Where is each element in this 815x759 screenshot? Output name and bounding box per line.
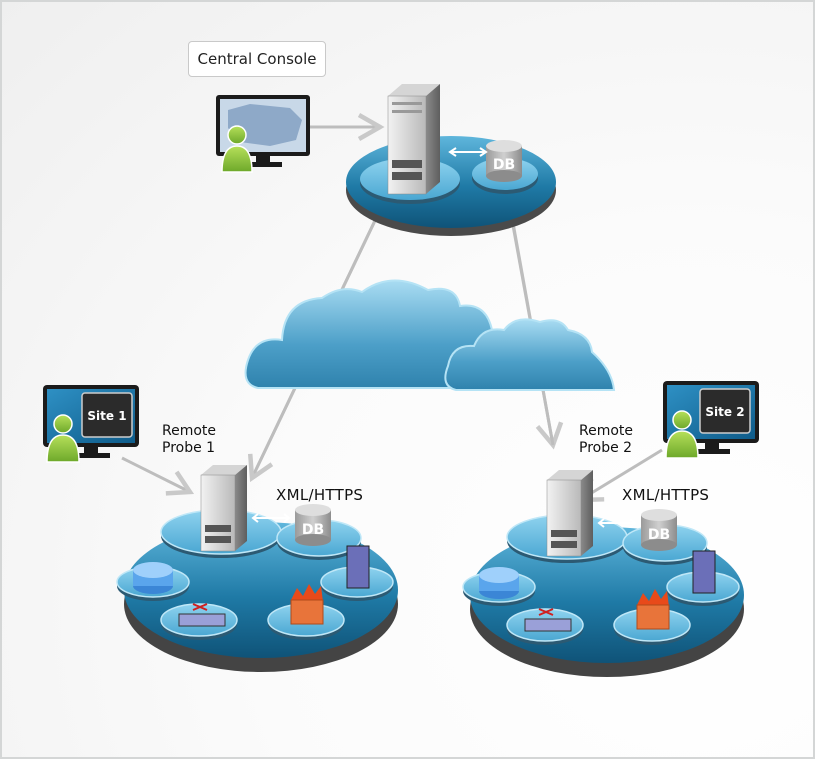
site2-user-icon	[665, 410, 699, 459]
probe1-protocol-label: XML/HTTPS	[276, 486, 364, 504]
site1-user-icon	[46, 414, 80, 463]
central-db-label: DB	[493, 157, 515, 173]
db-bottom	[641, 539, 677, 551]
central-console-label: Central Console	[188, 41, 326, 77]
firewall-flames	[637, 589, 669, 607]
probe-server-top	[547, 470, 593, 480]
db-link-arrow	[251, 513, 291, 523]
switch-icon	[178, 613, 226, 627]
probe-server-side	[581, 470, 593, 556]
site2-monitor-icon	[663, 381, 759, 454]
switch-icon	[524, 618, 572, 632]
probe-server-side	[235, 465, 247, 551]
probe1-label-line1: Remote	[162, 423, 217, 439]
db-bottom	[295, 534, 331, 546]
probe-server-top	[201, 465, 247, 475]
site1-platform: DB	[116, 465, 398, 672]
central-db-icon	[486, 140, 522, 182]
site1-to-probe1-arrow	[121, 456, 195, 496]
server-bay	[205, 536, 231, 543]
firewall-icon	[636, 604, 670, 630]
db-link-arrow	[597, 518, 637, 528]
db-top	[641, 509, 677, 521]
tower-server-icon	[346, 545, 370, 589]
tower-server-icon	[692, 550, 716, 594]
site2-to-probe2-arrow	[576, 448, 663, 503]
db-top	[295, 504, 331, 516]
probe2-label-line2: Probe 2	[579, 440, 633, 456]
switch-symbol	[192, 603, 208, 611]
router-top	[479, 567, 519, 583]
probe2-protocol-label: XML/HTTPS	[622, 486, 710, 504]
firewall-flames	[291, 584, 323, 602]
central-server-icon	[387, 84, 440, 195]
probe-db-label: DB	[648, 527, 670, 543]
probe1-label-line2: Probe 1	[162, 440, 216, 456]
server-bay	[551, 530, 577, 537]
user-icon	[221, 125, 253, 173]
site2-platform: DB	[462, 470, 744, 677]
internet-cloud-icon	[244, 279, 616, 391]
site-platforms: DB DB	[116, 465, 744, 677]
probe2-label-line1: Remote	[579, 423, 634, 439]
probe-db-label: DB	[302, 522, 324, 538]
router-top	[133, 562, 173, 578]
site1-screen-label: Site 1	[87, 409, 126, 423]
site2-screen-label: Site 2	[705, 405, 744, 419]
server-bay	[551, 541, 577, 548]
switch-symbol	[538, 608, 554, 616]
firewall-icon	[290, 599, 324, 625]
server-bay	[205, 525, 231, 532]
